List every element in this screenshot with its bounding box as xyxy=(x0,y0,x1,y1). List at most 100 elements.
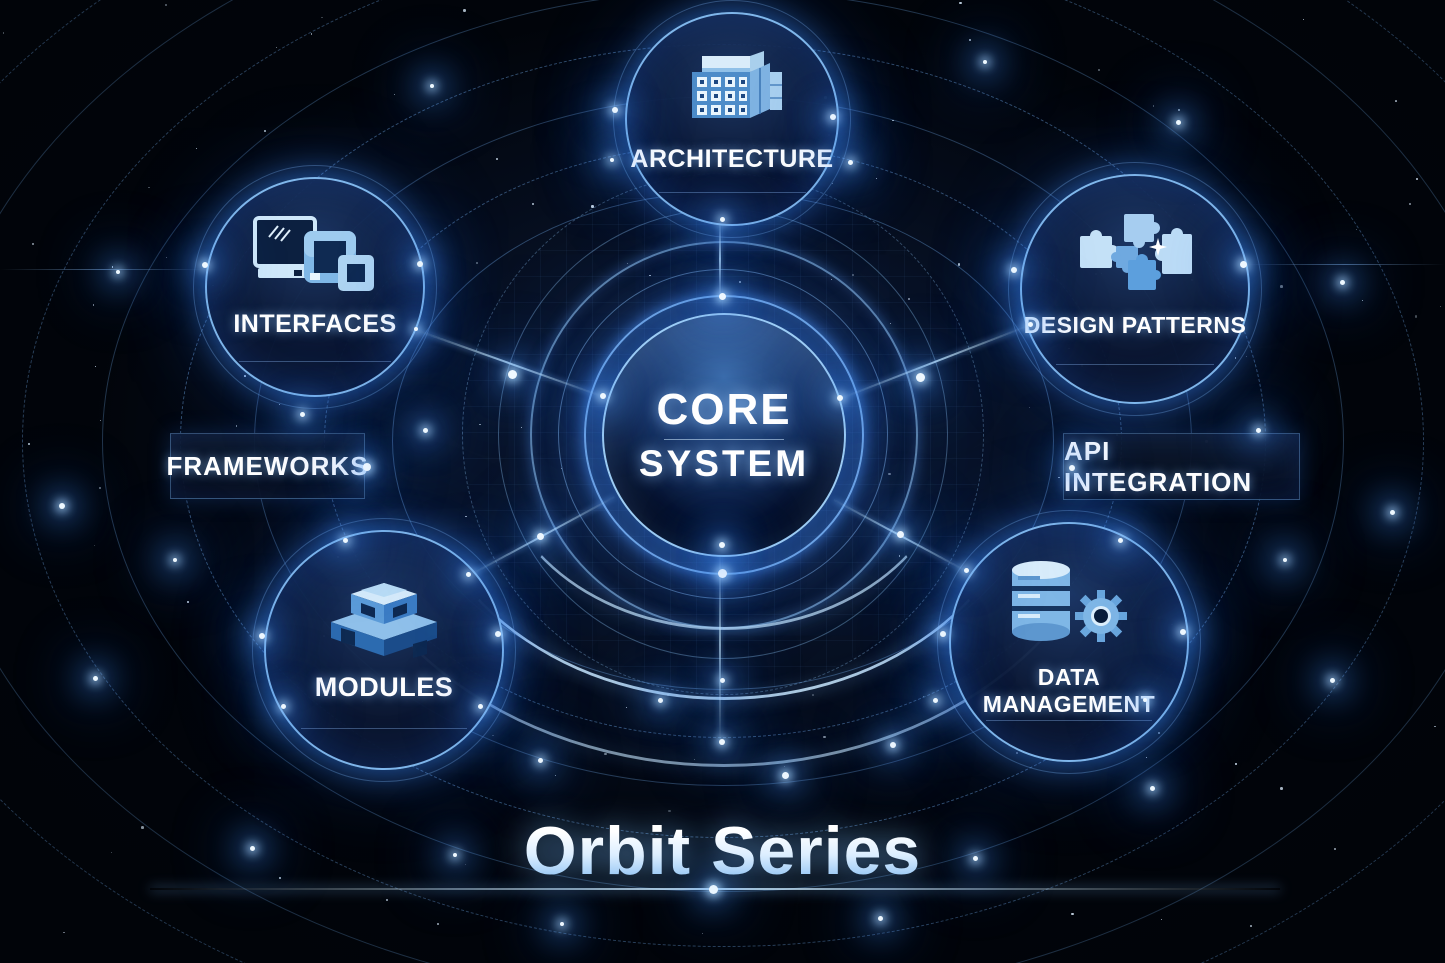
star xyxy=(263,129,266,132)
star xyxy=(1415,178,1418,181)
node-modules: MODULES xyxy=(252,518,516,782)
star xyxy=(492,734,494,737)
star xyxy=(561,467,563,469)
node-design-patterns: DESIGN PATTERNS xyxy=(1008,162,1262,416)
panel-frameworks: FRAMEWORKS xyxy=(166,433,368,499)
node-label-modules: MODULES xyxy=(314,672,454,702)
spark xyxy=(610,158,614,162)
star xyxy=(186,600,190,604)
star xyxy=(28,442,31,445)
star xyxy=(823,735,826,739)
star xyxy=(1355,229,1357,231)
star xyxy=(463,9,466,12)
star xyxy=(1177,108,1181,112)
spark xyxy=(781,771,789,779)
core-divider xyxy=(664,439,784,440)
spark xyxy=(890,742,896,748)
star xyxy=(1439,306,1441,308)
link-core-bottom xyxy=(719,546,721,744)
star xyxy=(1151,786,1154,788)
spark xyxy=(92,675,98,681)
star xyxy=(436,922,439,925)
star xyxy=(649,274,651,277)
star xyxy=(1097,69,1100,72)
star xyxy=(783,765,786,768)
star xyxy=(888,472,891,476)
link-core-interfaces xyxy=(415,329,605,399)
star xyxy=(1145,757,1147,759)
core-label-line2: SYSTEM xyxy=(638,443,810,484)
star xyxy=(479,423,481,426)
star xyxy=(1029,407,1031,409)
panel-api-integration: API INTEGRATION xyxy=(1063,433,1300,500)
star xyxy=(908,297,911,300)
spark xyxy=(59,503,65,509)
spark xyxy=(657,697,663,703)
star xyxy=(196,148,197,150)
star xyxy=(555,774,557,777)
star xyxy=(1071,912,1074,916)
star xyxy=(1235,763,1237,765)
node-divider xyxy=(1055,364,1215,365)
spark xyxy=(1175,119,1181,125)
node-data-management: DATA MANAGEMENT xyxy=(937,510,1201,774)
star xyxy=(496,157,499,161)
star xyxy=(1434,725,1436,728)
star xyxy=(1153,105,1155,107)
star xyxy=(591,205,594,208)
spark xyxy=(1149,785,1155,791)
star xyxy=(1058,477,1060,479)
star xyxy=(393,93,395,95)
star xyxy=(111,266,114,268)
node-interfaces: INTERFACES xyxy=(193,165,437,409)
spark xyxy=(173,558,177,562)
node-divider xyxy=(986,720,1152,721)
star xyxy=(275,46,277,48)
page-title: Orbit Series xyxy=(0,812,1445,890)
star xyxy=(702,933,704,935)
stacked-blocks-icon xyxy=(331,583,437,658)
spark xyxy=(430,84,434,88)
edge-line-right xyxy=(1244,264,1445,265)
spark xyxy=(1255,427,1261,433)
star xyxy=(310,33,312,35)
building-icon xyxy=(692,51,782,118)
spark xyxy=(1283,558,1287,562)
star xyxy=(63,931,66,934)
star xyxy=(98,486,102,490)
spark xyxy=(116,270,120,274)
star xyxy=(32,243,34,245)
spark xyxy=(1389,509,1395,515)
star xyxy=(94,544,96,547)
star xyxy=(1361,299,1363,302)
star xyxy=(164,3,168,6)
star xyxy=(830,278,833,281)
star xyxy=(1414,315,1417,318)
spark xyxy=(847,159,853,165)
core-label-line1: CORE xyxy=(656,385,792,434)
spark xyxy=(560,922,564,926)
star xyxy=(532,202,535,206)
star xyxy=(968,39,971,41)
node-architecture: ARCHITECTURE xyxy=(613,0,851,238)
star xyxy=(889,323,892,325)
node-divider xyxy=(301,728,467,729)
node-label-data-management: DATA MANAGEMENT xyxy=(982,664,1156,717)
star xyxy=(625,706,627,708)
spark xyxy=(932,697,938,703)
star xyxy=(1280,285,1283,288)
star xyxy=(1160,918,1162,921)
spark xyxy=(915,372,925,382)
spark xyxy=(507,369,517,379)
spark xyxy=(983,60,987,64)
star xyxy=(1408,203,1411,206)
star xyxy=(95,366,97,368)
database-gear-icon xyxy=(1012,561,1127,642)
star xyxy=(892,119,894,122)
star xyxy=(1280,787,1283,790)
spark xyxy=(877,915,883,921)
spark xyxy=(537,757,543,763)
node-label-design-patterns: DESIGN PATTERNS xyxy=(1023,312,1247,338)
spark xyxy=(299,411,305,417)
star xyxy=(520,427,523,429)
